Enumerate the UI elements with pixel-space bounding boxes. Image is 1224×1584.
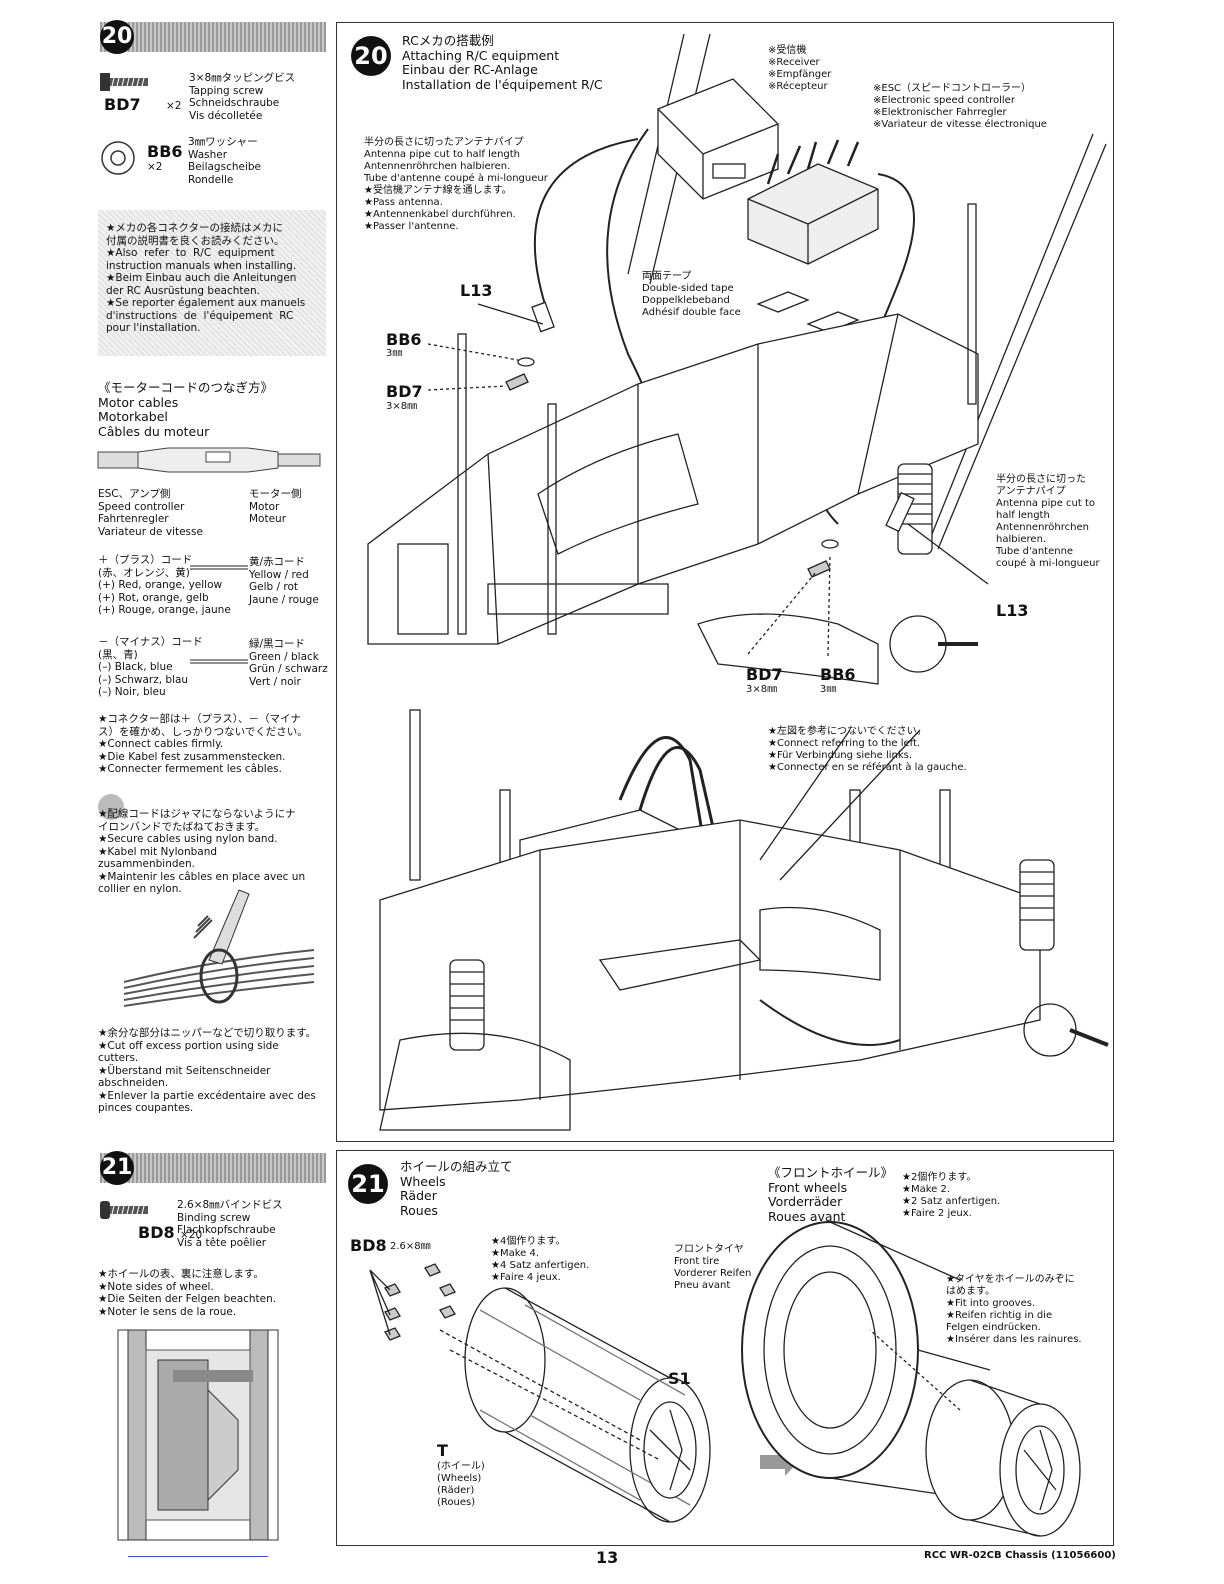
t-label: T [437, 1441, 448, 1460]
plus-cord-line [190, 565, 248, 570]
minus-cord-label: －（マイナス）コード (黒、青) (–) Black, blue (–) Sch… [98, 636, 203, 698]
main-step20-badge: 20 [351, 36, 391, 76]
make-4-note: ★4個作ります。 ★Make 4. ★4 Satz anfertigen. ★F… [491, 1236, 590, 1283]
bb6-label-top: BB6 [386, 330, 422, 349]
rc-manual-note-box [98, 210, 326, 356]
plus-cord-label: ＋（プラス）コード (赤、オレンジ、黄) (+) Red, orange, ye… [98, 554, 231, 616]
connect-referring-left-note: ★左図を参考につないでください。 ★Connect referring to t… [768, 726, 967, 773]
step20-badge: 20 [100, 20, 134, 54]
bd7-description: 3×8㎜タッピングビス Tapping screw Schneidschraub… [189, 72, 296, 122]
bb6-code: BB6 [147, 142, 183, 161]
bd7-code: BD7 [104, 95, 141, 114]
bd8-label: BD8 [350, 1236, 387, 1255]
bd8-size: 2.6×8㎜ [390, 1241, 431, 1252]
fit-grooves-note: ★タイヤをホイールのみぞに はめます。 ★Fit into grooves. ★… [946, 1274, 1082, 1345]
wheel-sides-note: ★ホイールの表、裏に注意します。 ★Note sides of wheel. ★… [98, 1268, 277, 1318]
bb6-size-top: 3㎜ [386, 348, 403, 359]
bd8-quantity: ×20 [180, 1229, 203, 1241]
nylon-note-marker [98, 794, 124, 820]
motor-connector-icon [97, 447, 321, 473]
l13-label-top: L13 [460, 281, 493, 300]
bd7-label-bottom: BD7 [746, 665, 783, 684]
wheel-cross-section-illustration [117, 1329, 279, 1541]
bd8-code: BD8 [138, 1223, 175, 1242]
step20-header-bar [100, 22, 326, 52]
wheel-assembly-illustration [369, 1221, 1081, 1537]
nylon-band-illustration [123, 889, 315, 1007]
motor-cables-title: 《モーターコードのつなぎ方》 Motor cables Motorkabel C… [98, 380, 274, 439]
make-2-note: ★2個作ります。 ★Make 2. ★2 Satz anfertigen. ★F… [902, 1172, 1001, 1219]
connect-firmly-note: ★コネクター部は＋（プラス）、－（マイナ ス）を確かめ、しっかりつないでください… [98, 713, 308, 775]
chassis-connected-illustration [379, 709, 1109, 1131]
page-number: 13 [596, 1548, 619, 1567]
yellow-red-cord-label: 黄/赤コード Yellow / red Gelb / rot Jaune / r… [249, 556, 319, 606]
main-step21-badge: 21 [348, 1164, 388, 1204]
bd7-quantity: ×2 [166, 100, 182, 112]
rc-manual-note: ★メカの各コネクターの接続はメカに 付属の説明書を良くお読みください。 ★Als… [106, 222, 306, 334]
step21-title: ホイールの組み立て Wheels Räder Roues [400, 1159, 513, 1218]
step20-title: RCメカの搭載例 Attaching R/C equipment Einbau … [402, 33, 603, 92]
rc-install-illustration [367, 33, 1107, 685]
receiver-label: ※受信機 ※Receiver ※Empfänger ※Récepteur [768, 45, 832, 92]
bd7-size-bottom: 3×8㎜ [746, 684, 778, 695]
esc-side-label: ESC、アンプ側 Speed controller Fahrtenregler … [98, 488, 203, 538]
tapping-screw-icon [100, 73, 148, 91]
t-description: (ホイール) (Wheels) (Räder) (Roues) [437, 1461, 485, 1508]
bb6-quantity: ×2 [147, 161, 163, 173]
nylon-band-note: ★配線コードはジャマにならないようにナ イロンバンドでたばねておきます。 ★Se… [98, 808, 306, 895]
bb6-description: 3㎜ワッシャー Washer Beilagscheibe Rondelle [188, 136, 261, 186]
step21-header-bar [100, 1153, 326, 1183]
green-black-cord-label: 緑/黒コード Green / black Grün / schwarz Vert… [249, 638, 328, 688]
bb6-size-bottom: 3㎜ [820, 684, 837, 695]
footer-link-underline[interactable] [128, 1556, 268, 1557]
bd7-label-top: BD7 [386, 382, 423, 401]
antenna-pipe-right-label: 半分の長さに切った アンテナパイプ Antenna pipe cut to ha… [996, 474, 1100, 569]
step21-badge: 21 [100, 1151, 134, 1185]
washer-icon [101, 141, 135, 175]
binding-screw-icon [100, 1201, 148, 1219]
minus-cord-line [190, 659, 248, 664]
cut-excess-note: ★余分な部分はニッパーなどで切り取ります。 ★Cut off excess po… [98, 1027, 317, 1114]
front-wheels-label: 《フロントホイール》 Front wheels Vorderräder Roue… [768, 1165, 894, 1224]
front-tire-label: フロントタイヤ Front tire Vorderer Reifen Pneu … [674, 1244, 752, 1291]
bb6-label-bottom: BB6 [820, 665, 856, 684]
esc-label: ※ESC（スピードコントローラー） ※Electronic speed cont… [873, 83, 1047, 130]
document-code: RCC WR-02CB Chassis (11056600) [924, 1550, 1116, 1561]
motor-side-label: モーター側 Motor Moteur [249, 488, 302, 525]
bd7-size-top: 3×8㎜ [386, 401, 418, 412]
bd8-description: 2.6×8㎜バインドビス Binding screw Flachkopfschr… [177, 1199, 283, 1249]
l13-label-right: L13 [996, 601, 1029, 620]
double-sided-tape-label: 両面テープ Double-sided tape Doppelklebeband … [642, 271, 741, 318]
antenna-pipe-label: 半分の長さに切ったアンテナパイプ Antenna pipe cut to hal… [364, 137, 548, 232]
